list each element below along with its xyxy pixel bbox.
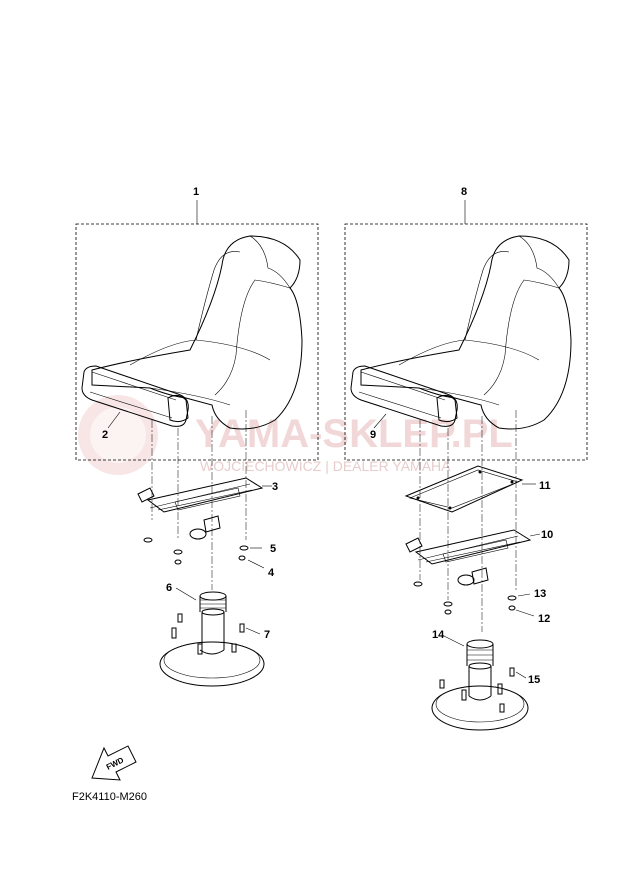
callout-9: 9 [370, 429, 376, 441]
seat-assembly-left: 2 3 5 4 [75, 186, 319, 687]
seat-assembly-right: 9 11 10 [344, 186, 588, 731]
seat-right [350, 235, 572, 430]
seat-left [81, 235, 303, 430]
callout-8: 8 [461, 186, 467, 198]
fwd-arrow-icon: FWD [91, 745, 137, 781]
diagram-code: F2K4110-M260 [72, 791, 147, 803]
callout-11: 11 [539, 480, 551, 492]
callout-7: 7 [264, 629, 270, 641]
pedestal-right [431, 639, 529, 731]
watermark: YAMA-SKLEP.PL WOJCIECHOWICZ | DEALER YAM… [78, 395, 513, 475]
callout-12: 12 [538, 613, 550, 625]
screws-left [171, 613, 245, 655]
callout-6: 6 [166, 582, 172, 594]
callout-15: 15 [528, 674, 540, 686]
callout-2: 2 [102, 429, 108, 441]
callout-1: 1 [193, 186, 199, 198]
assembly-box-right [344, 223, 588, 461]
slider-left [137, 477, 264, 540]
callout-5: 5 [270, 543, 276, 555]
slider-right [405, 529, 532, 586]
callout-14: 14 [432, 629, 445, 641]
callout-10: 10 [541, 529, 553, 541]
callout-13: 13 [534, 588, 546, 600]
assembly-box-left [75, 223, 319, 461]
pedestal-left [159, 591, 265, 687]
callout-3: 3 [272, 481, 278, 493]
plate-right [404, 465, 524, 513]
watermark-brand: YAMA-SKLEP.PL [195, 412, 513, 456]
callout-4: 4 [268, 567, 275, 579]
screws-right [439, 667, 515, 713]
watermark-dealer: WOJCIECHOWICZ | DEALER YAMAHA [200, 458, 451, 474]
